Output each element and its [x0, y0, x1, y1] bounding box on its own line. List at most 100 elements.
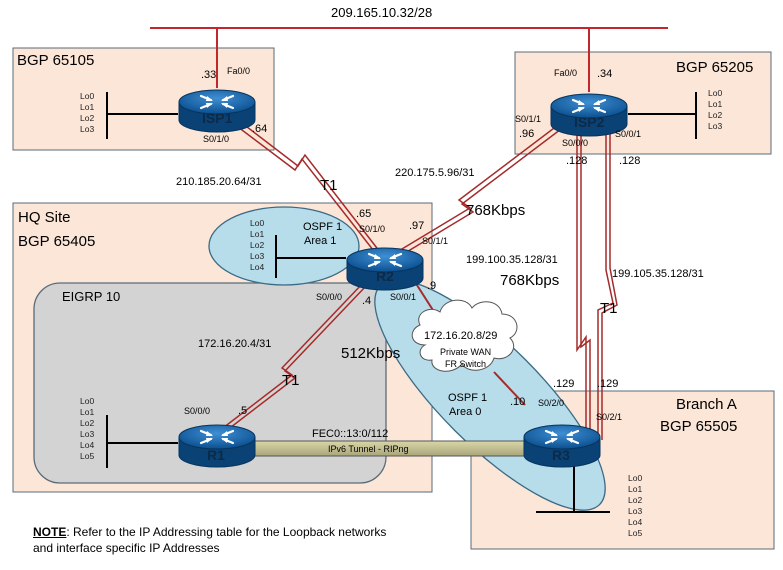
isp2-fa0-0-label: Fa0/0: [554, 68, 577, 78]
router-isp2-label: ISP2: [574, 114, 605, 130]
loopback-label: Lo1: [80, 102, 94, 112]
loopback-label: Lo1: [628, 484, 642, 494]
note: NOTE: Refer to the IP Addressing table f…: [33, 524, 386, 556]
loopback-label: Lo0: [708, 88, 722, 98]
serial-link-isp2-r2: [391, 118, 570, 260]
router-r2-label: R2: [376, 268, 394, 284]
isp2-r3b-network-label: 199.105.35.128/31: [612, 268, 704, 280]
r2-s0-0-0-ip: .4: [362, 295, 371, 307]
loopback-label: Lo4: [80, 440, 94, 450]
r3-s0-2-0-label: S0/2/0: [538, 398, 564, 408]
isp2-fa0-0-ip: .34: [597, 68, 612, 80]
loopback-label: Lo2: [80, 113, 94, 123]
isp2-r3a-network-label: 199.100.35.128/31: [466, 254, 558, 266]
loopback-label: Lo2: [708, 110, 722, 120]
isp1-s0-1-0-label: S0/1/0: [203, 134, 229, 144]
isp1-s0-1-0-ip: .64: [252, 123, 267, 135]
isp2-s0-0-1-ip: .128: [619, 155, 640, 167]
isp1-loopback-segment: [106, 92, 178, 139]
r1-s0-0-0-label: S0/0/0: [184, 406, 210, 416]
serial-link-isp1-r2: [233, 119, 381, 256]
loopback-label: Lo5: [80, 451, 94, 461]
serial-link-r1-r2: [218, 281, 368, 435]
note-text: : Refer to the IP Addressing table for t…: [66, 525, 387, 539]
tunnel-network-label: FEC0::13:0/112: [312, 428, 388, 440]
serial-link-isp2-r3-a: [576, 128, 591, 440]
isp2-s0-1-1-ip: .96: [519, 128, 534, 140]
ospf-area-0-label-1: OSPF 1: [448, 392, 487, 404]
isp2-s0-0-0-ip: .128: [566, 155, 587, 167]
isp1-r2-link-type: T1: [320, 177, 338, 194]
eigrp-area: [33, 282, 387, 484]
ospf-area-1-label-1: OSPF 1: [303, 221, 342, 233]
loopback-label: Lo0: [80, 396, 94, 406]
r1-loopback-segment: [106, 415, 178, 468]
r3-s0-2-0-ip: .10: [510, 396, 525, 408]
r2-loopbacks: Lo0 Lo1 Lo2 Lo3 Lo4: [250, 218, 264, 272]
r2-s0-1-1-ip: .97: [409, 220, 424, 232]
router-r1-label: R1: [207, 447, 225, 463]
loopback-label: Lo2: [628, 495, 642, 505]
r2-s0-1-1-label: S0/1/1: [422, 236, 448, 246]
frame-relay-label-1: Private WAN: [440, 347, 491, 357]
loopback-label: Lo1: [250, 229, 264, 239]
frame-relay-cloud: [411, 299, 518, 372]
frame-relay-to-r3-link: [493, 371, 526, 406]
router-r3-label: R3: [552, 447, 570, 463]
r1-loopbacks: Lo0 Lo1 Lo2 Lo3 Lo4 Lo5: [80, 396, 94, 461]
note-heading: NOTE: [33, 525, 67, 539]
top-network-label: 209.165.10.32/28: [331, 5, 432, 20]
isp2-r2-link-speed: 768Kbps: [466, 202, 525, 219]
isp2-s0-0-0-label: S0/0/0: [562, 138, 588, 148]
eigrp-label: EIGRP 10: [62, 289, 120, 304]
r1-r2-network-label: 172.16.20.4/31: [198, 338, 271, 350]
ospf-area-1: [208, 206, 360, 286]
r3-link-a-ip: .129: [553, 378, 574, 390]
loopback-label: Lo1: [80, 407, 94, 417]
r3-loopbacks: Lo0 Lo1 Lo2 Lo3 Lo4 Lo5: [628, 473, 642, 538]
hq-site-label: HQ Site: [18, 209, 71, 226]
r1-r2-link-type: T1: [282, 372, 300, 389]
r2-loopback-segment: [275, 235, 346, 278]
isp1-fa0-0-ip: .33: [201, 69, 216, 81]
loopback-label: Lo4: [628, 517, 642, 527]
isp1-bgp-label: BGP 65105: [17, 52, 94, 69]
branch-a-label: Branch A: [676, 396, 737, 413]
ospf-area-1-label-2: Area 1: [304, 235, 336, 247]
isp2-r2-network-label: 220.175.5.96/31: [395, 167, 475, 179]
loopback-label: Lo0: [80, 91, 94, 101]
loopback-label: Lo3: [708, 121, 722, 131]
frame-relay-label-2: FR Switch: [445, 359, 486, 369]
r3-loopback-segment: [536, 458, 610, 513]
ospf-area-0-label-2: Area 0: [449, 406, 481, 418]
r2-s0-1-0-ip: .65: [356, 208, 371, 220]
isp2-r3b-link-type: T1: [600, 300, 618, 317]
loopback-label: Lo2: [250, 240, 264, 250]
isp2-bgp-label: BGP 65205: [676, 59, 753, 76]
loopback-label: Lo3: [80, 124, 94, 134]
note-line-2: and interface specific IP Addresses: [33, 541, 220, 555]
r1-s0-0-0-ip: .5: [238, 405, 247, 417]
loopback-label: Lo4: [250, 262, 264, 272]
loopback-label: Lo2: [80, 418, 94, 428]
r2-s0-1-0-label: S0/1/0: [359, 224, 385, 234]
isp2-s0-0-1-label: S0/0/1: [615, 129, 641, 139]
r2-s0-0-1-label: S0/0/1: [390, 292, 416, 302]
isp2-r3a-link-speed: 768Kbps: [500, 272, 559, 289]
r2-s0-0-1-ip: .9: [427, 280, 436, 292]
loopback-label: Lo0: [250, 218, 264, 228]
tunnel-label: IPv6 Tunnel - RIPng: [328, 444, 409, 454]
isp2-loopbacks: Lo0 Lo1 Lo2 Lo3: [708, 88, 722, 131]
isp1-r2-network-label: 210.185.20.64/31: [176, 176, 262, 188]
r2-s0-0-0-label: S0/0/0: [316, 292, 342, 302]
note-line-1: NOTE: Refer to the IP Addressing table f…: [33, 524, 386, 540]
isp1-loopbacks: Lo0 Lo1 Lo2 Lo3: [80, 91, 94, 134]
loopback-label: Lo3: [628, 506, 642, 516]
r3-link-b-ip: .129: [597, 378, 618, 390]
r3-s0-2-1-label: S0/2/1: [596, 412, 622, 422]
isp2-s0-1-1-label: S0/1/1: [515, 114, 541, 124]
isp2-loopback-segment: [628, 92, 697, 139]
loopback-label: Lo3: [80, 429, 94, 439]
hq-bgp-label: BGP 65405: [18, 233, 95, 250]
